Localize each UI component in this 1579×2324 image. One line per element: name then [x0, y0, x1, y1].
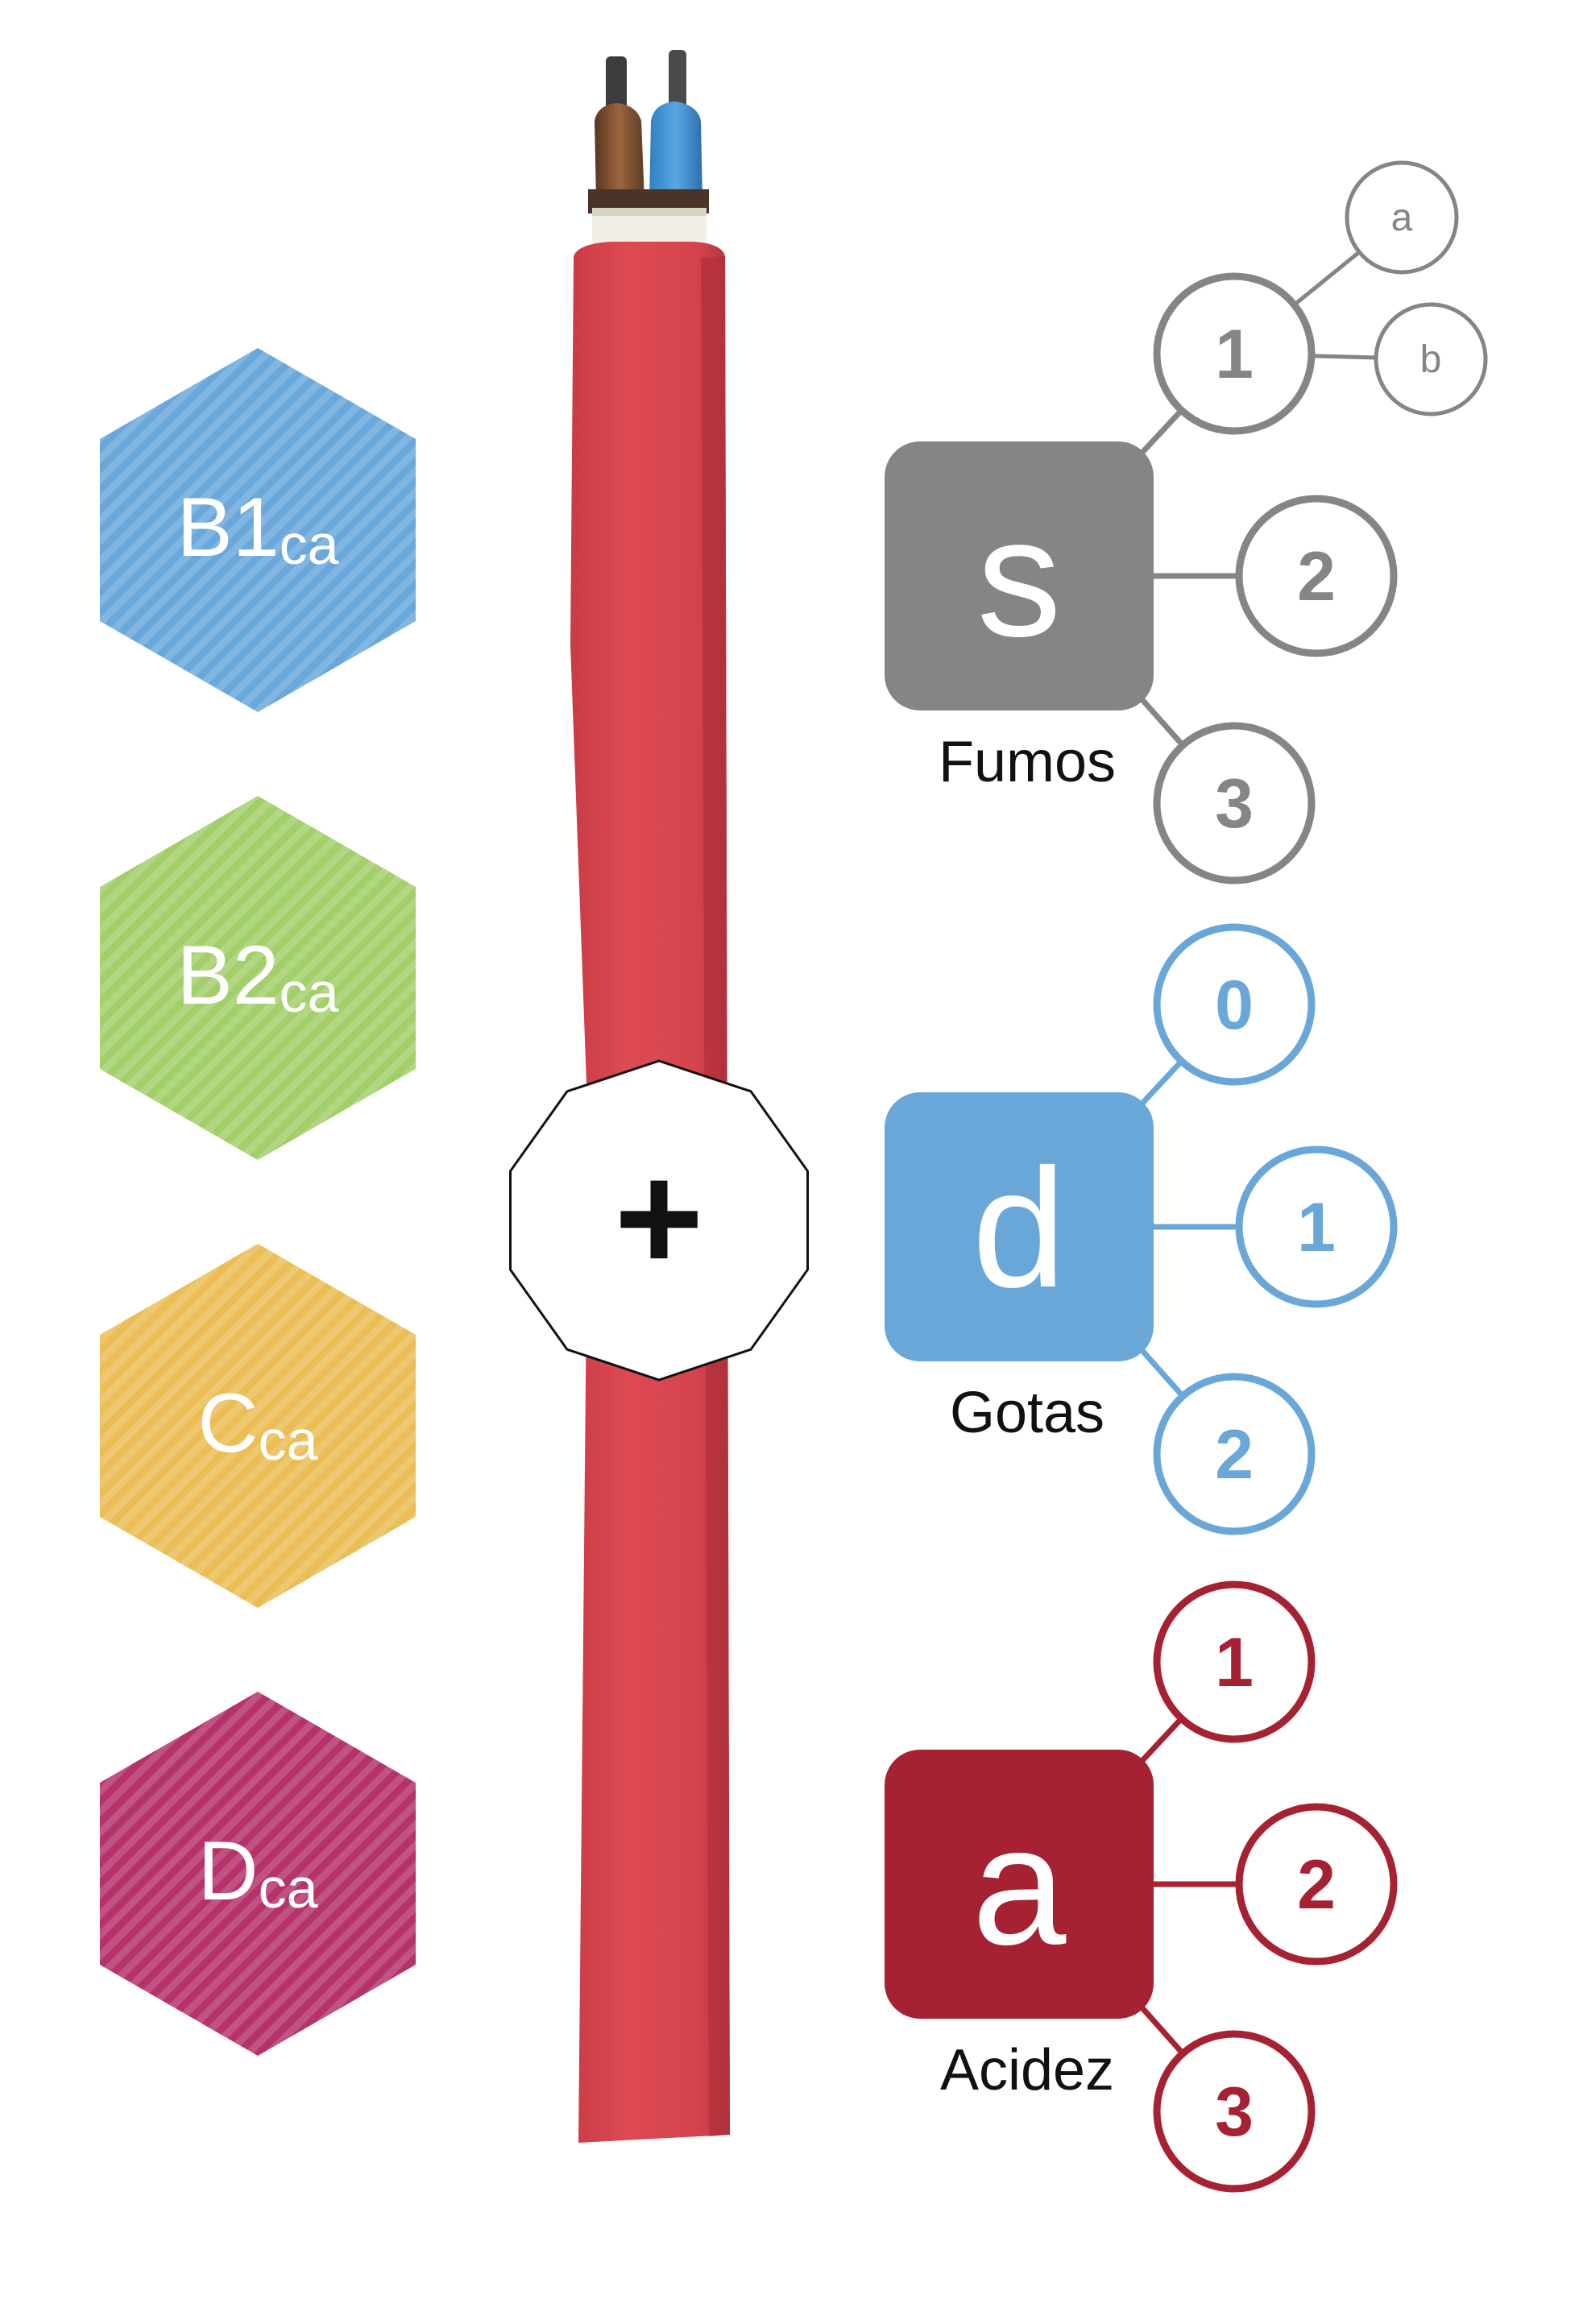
- sublevel-letter: b: [1420, 338, 1442, 381]
- criterion-label: Fumos: [939, 730, 1116, 794]
- criterion-label: Gotas: [950, 1381, 1104, 1445]
- sublevel-connector: [1311, 354, 1377, 360]
- class-label: Dca: [197, 1825, 317, 1920]
- class-subscript: ca: [259, 1409, 318, 1472]
- class-label: B1ca: [176, 481, 338, 576]
- criterion-label: Acidez: [940, 2038, 1114, 2102]
- class-hexagon-d: Dca: [100, 1692, 416, 2056]
- class-subscript: ca: [280, 513, 339, 576]
- class-hexagon-b1: B1ca: [100, 348, 416, 712]
- level-circle: [1153, 923, 1316, 1086]
- class-hexagon-b2: B2ca: [100, 796, 416, 1160]
- level-circle: [1153, 722, 1316, 884]
- level-circle: [1235, 495, 1398, 657]
- decagon-shape: [509, 1059, 809, 1382]
- brown-wire-insulation: [595, 103, 644, 201]
- hexagon-stripes: [100, 1244, 416, 1608]
- level-circle: [1235, 1145, 1398, 1308]
- sublevel-connector: [1292, 250, 1361, 307]
- class-hexagon-c: Cca: [100, 1244, 416, 1608]
- blue-wire-insulation: [649, 101, 702, 201]
- level-circle: [1235, 1803, 1398, 1966]
- class-main: C: [197, 1377, 258, 1470]
- sublevel-circle: [1345, 160, 1459, 275]
- level-number: 2: [1215, 1416, 1254, 1493]
- level-circle: [1153, 1373, 1316, 1535]
- hexagon-stripes: [100, 1692, 416, 2056]
- level-number: 2: [1297, 538, 1336, 615]
- criterion-letter: a: [972, 1791, 1067, 1980]
- class-label: Cca: [197, 1377, 317, 1472]
- class-label: B2ca: [176, 929, 338, 1024]
- level-circle: [1153, 1580, 1316, 1743]
- plus-symbol: +: [615, 1133, 704, 1303]
- cable-tape-shade: [592, 208, 707, 216]
- criterion-box: [885, 1092, 1154, 1361]
- level-number: 2: [1297, 1846, 1336, 1924]
- level-circle: [1153, 272, 1316, 435]
- criterion-box: [885, 1750, 1154, 2019]
- level-circle: [1153, 2030, 1316, 2193]
- sublevel-circle: [1374, 302, 1488, 416]
- class-subscript: ca: [280, 961, 339, 1024]
- criterion-box: [885, 441, 1154, 710]
- class-main: B2: [176, 929, 279, 1022]
- sublevel-letter: a: [1391, 197, 1413, 239]
- criterion-letter: d: [972, 1133, 1067, 1323]
- hexagon-stripes: [100, 796, 416, 1160]
- criterion-letter: s: [977, 483, 1062, 672]
- hexagon-stripes: [100, 348, 416, 712]
- class-subscript: ca: [259, 1857, 318, 1920]
- plus-decagon: +: [509, 1059, 809, 1382]
- level-number: 0: [1215, 967, 1254, 1044]
- class-main: D: [197, 1825, 258, 1918]
- cable-tape: [592, 208, 707, 246]
- level-number: 3: [1215, 765, 1254, 843]
- level-number: 1: [1297, 1189, 1336, 1266]
- level-number: 3: [1215, 2073, 1254, 2151]
- level-number: 1: [1215, 1624, 1254, 1701]
- class-main: B1: [176, 481, 279, 574]
- level-number: 1: [1215, 316, 1254, 393]
